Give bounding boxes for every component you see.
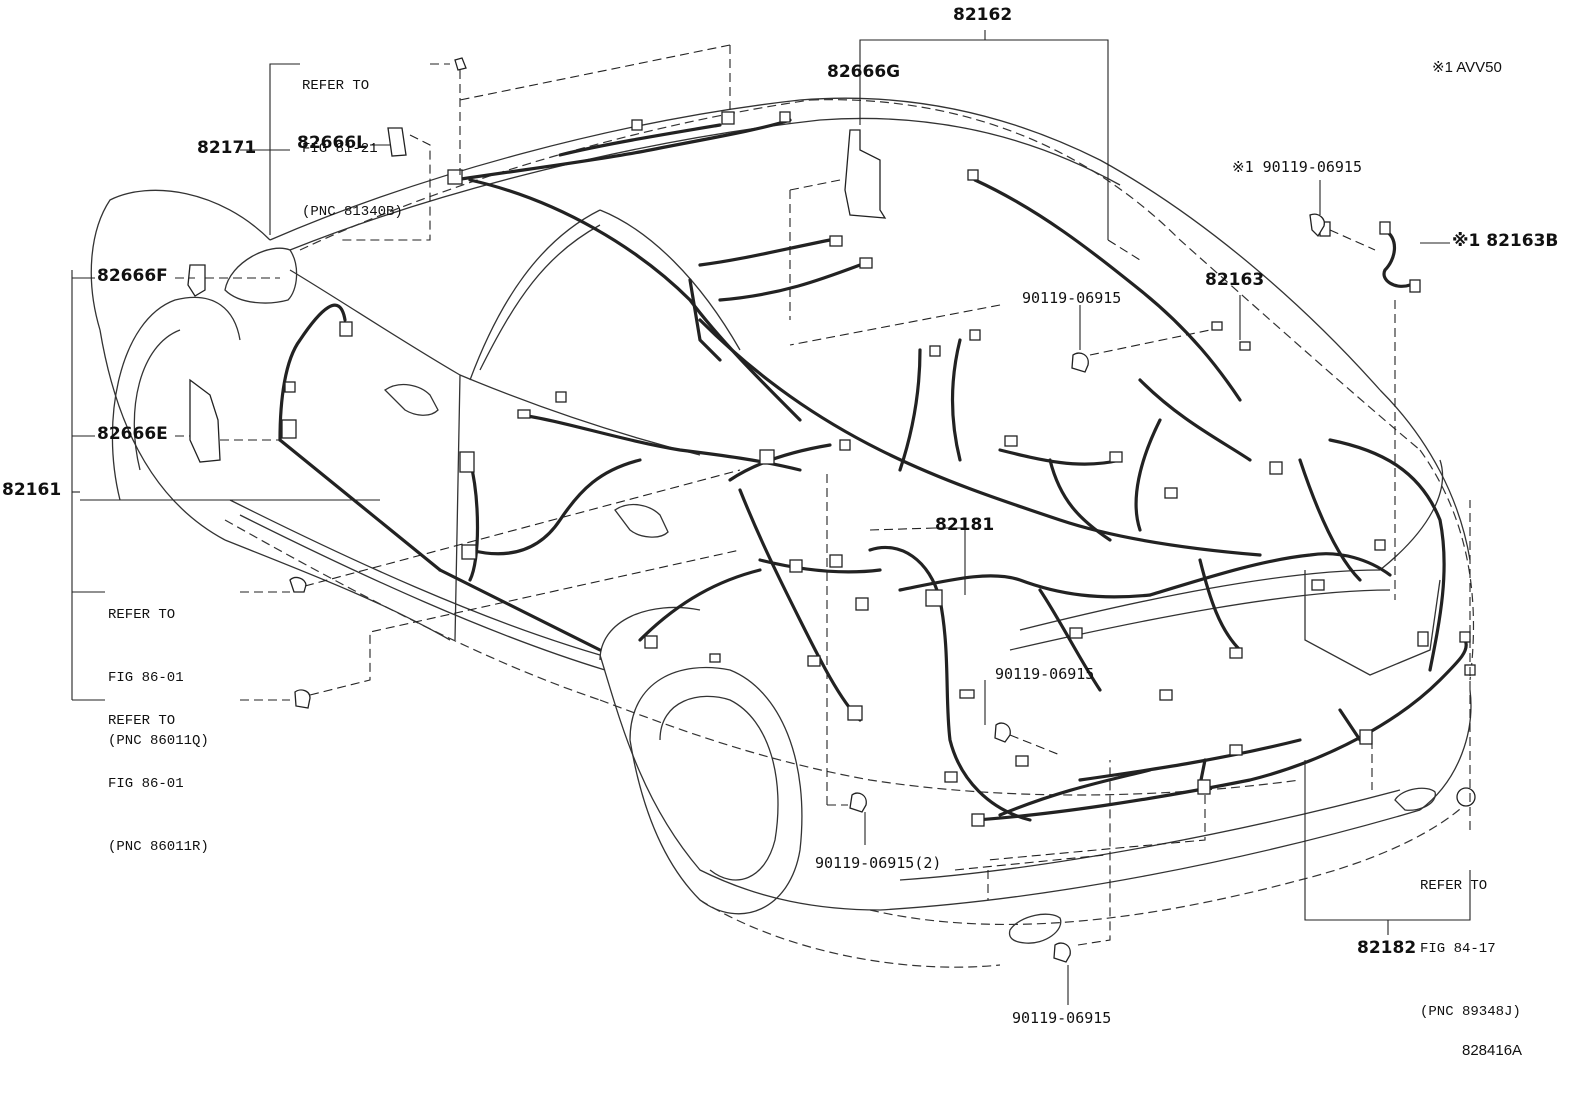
reference-fig-86-01-q: REFER TO FIG 86-01 (PNC 86011Q)	[108, 563, 209, 794]
reference-line: FIG 86-01	[108, 670, 184, 686]
part-number-82163B: ※1 82163B	[1452, 231, 1559, 251]
reference-fig-86-01-r: REFER TO FIG 86-01 (PNC 86011R)	[108, 669, 209, 900]
part-number-82161: 82161	[2, 480, 62, 500]
roof-harness-82162	[453, 118, 1242, 422]
bolt-label-top-right: ※1 90119-06915	[1232, 158, 1362, 176]
note-avv50: ※1 AVV50	[1432, 59, 1502, 76]
part-number-82181: 82181	[935, 515, 995, 535]
reference-line: (PNC 86011R)	[108, 839, 209, 855]
part-number-82162: 82162	[953, 5, 1013, 25]
part-number-82171: 82171	[197, 138, 257, 158]
cowl-harness	[698, 318, 1262, 557]
part-number-82666E: 82666E	[97, 424, 168, 444]
part-number-82182: 82182	[1357, 938, 1417, 958]
reference-fig-81-21: REFER TO FIG 81-21 (PNC 81340B)	[302, 34, 403, 265]
reference-line: REFER TO	[108, 607, 176, 623]
part-number-82666L: 82666L	[297, 133, 367, 153]
reference-line: REFER TO	[302, 78, 370, 94]
reference-line: FIG 86-01	[108, 776, 184, 792]
part-number-82666F: 82666F	[97, 266, 168, 286]
wire-82163B	[1382, 228, 1412, 288]
car-body-outline	[90, 97, 1475, 968]
connectors	[281, 111, 1476, 827]
figure-code: 828416A	[1462, 1042, 1523, 1059]
bolt-label-center: 90119-06915	[995, 665, 1095, 683]
brackets	[187, 57, 1476, 963]
reference-line: (PNC 89348J)	[1420, 1004, 1521, 1020]
reference-line: FIG 81-21	[302, 141, 378, 157]
bolt-label-mid: 90119-06915	[1022, 289, 1122, 307]
leader-lines	[71, 30, 1471, 1005]
reference-line: REFER TO	[108, 713, 176, 729]
reference-fig-84-17: REFER TO FIG 84-17 (PNC 89348J)	[1420, 834, 1521, 1065]
reference-line: (PNC 86011Q)	[108, 733, 209, 749]
part-number-82666G: 82666G	[827, 62, 901, 82]
part-number-82163: 82163	[1205, 270, 1265, 290]
luggage-harness-82181	[638, 438, 1446, 822]
bolt-label-bottom: 90119-06915	[1012, 1009, 1112, 1027]
floor-harness-82161	[278, 303, 802, 652]
reference-line: FIG 84-17	[1420, 941, 1496, 957]
bolt-label-lower: 90119-06915(2)	[815, 854, 942, 872]
reference-line: (PNC 81340B)	[302, 204, 403, 220]
reference-line: REFER TO	[1420, 878, 1488, 894]
